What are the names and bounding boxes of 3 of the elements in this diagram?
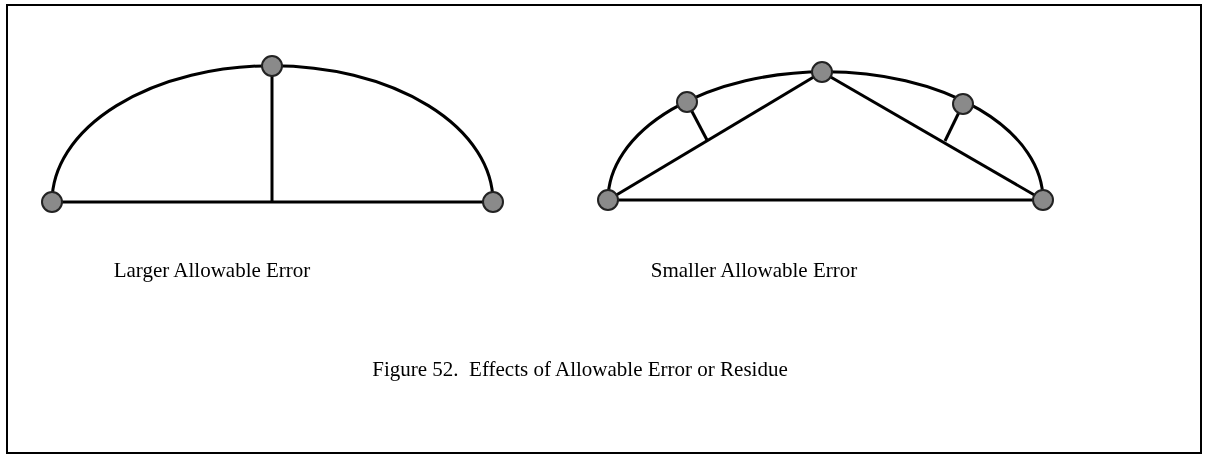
figure-caption: Figure 52. Effects of Allowable Error or Residue (371, 357, 789, 382)
drawing-label: Smaller Allowable Error (649, 258, 859, 283)
drawing-label: Larger Allowable Error (112, 258, 312, 283)
